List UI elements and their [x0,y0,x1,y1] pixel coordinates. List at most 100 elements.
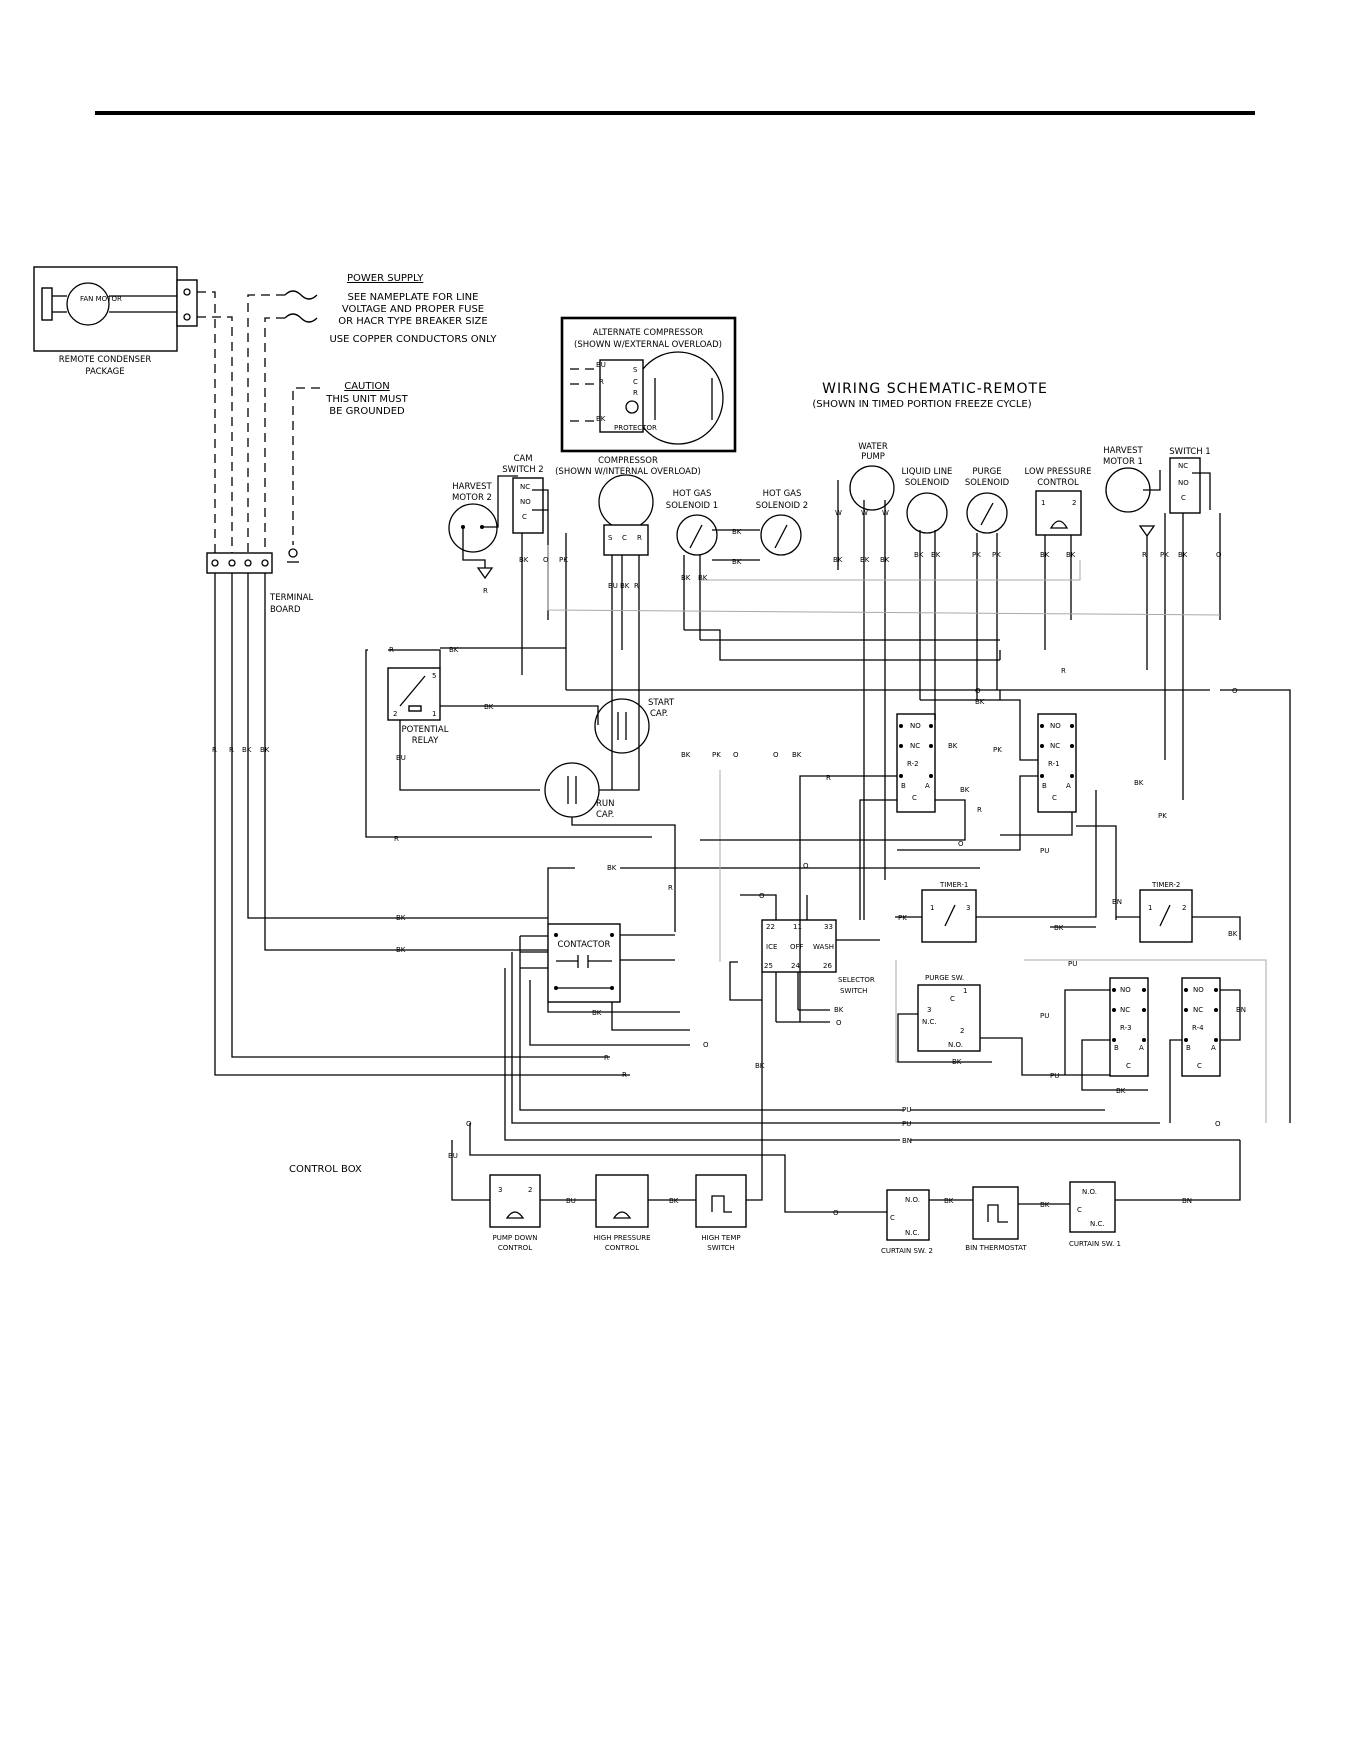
svg-text:C: C [950,995,955,1003]
svg-text:BK: BK [1134,779,1144,787]
svg-text:BN: BN [1112,898,1122,906]
harvest-motor-1-label: HARVEST [1103,446,1143,456]
liquid-line-label-2: SOLENOID [905,478,950,488]
svg-text:3: 3 [966,904,970,912]
alternate-compressor-subtitle: (SHOWN W/EXTERNAL OVERLOAD) [574,340,722,350]
remote-condenser-package: FAN MOTOR REMOTE CONDENSER PACKAGE [33,266,198,377]
svg-text:3: 3 [927,1006,931,1014]
svg-text:BK: BK [681,574,691,582]
svg-text:R: R [622,1071,627,1079]
svg-text:C: C [1181,494,1186,502]
water-pump-label-2: PUMP [861,452,885,462]
power-supply-line: VOLTAGE AND PROPER FUSE [342,304,484,315]
r1-c: C [1052,794,1057,802]
svg-text:PK: PK [972,551,981,559]
switch-1-label: SWITCH 1 [1169,447,1210,457]
high-temp-label: HIGH TEMP [701,1234,740,1242]
sel-pin-26: 26 [823,962,832,970]
high-pressure-label: HIGH PRESSURE [593,1234,650,1242]
svg-text:BU: BU [608,582,618,590]
svg-text:1: 1 [963,987,967,995]
svg-text:BK: BK [792,751,802,759]
svg-text:PK: PK [1158,812,1167,820]
control-box-title: CONTROL BOX [289,1164,362,1175]
svg-text:BK: BK [975,698,985,706]
caution-line: THIS UNIT MUST [325,394,408,405]
water-pump: WATER PUMP W W W [835,442,895,555]
svg-text:BK: BK [260,746,270,754]
svg-text:BK: BK [1040,551,1050,559]
compressor: COMPRESSOR (SHOWN W/INTERNAL OVERLOAD) S… [555,456,701,556]
bottom-controls-wiring: BU O BU BK O BK BK BN [448,1120,1241,1217]
r1-nc: NC [1050,742,1060,750]
svg-text:BK: BK [1178,551,1188,559]
harvest-motor-1: HARVEST MOTOR 1 [1103,446,1161,538]
svg-text:R: R [1142,551,1147,559]
alt-pin-r: R [633,389,638,397]
svg-text:BK: BK [592,1009,602,1017]
cam-switch-2: CAM SWITCH 2 NC NO C [502,454,549,548]
potential-relay-label-2: RELAY [412,736,439,746]
alt-wire-bk: BK [596,415,606,423]
hot-gas-solenoid-1: HOT GAS SOLENOID 1 [666,489,718,556]
low-pressure-label-2: CONTROL [1037,478,1079,488]
caution-line: BE GROUNDED [329,406,405,417]
purge-solenoid: PURGE SOLENOID [965,467,1010,534]
svg-text:BK: BK [960,786,970,794]
svg-text:R: R [634,582,639,590]
r4-no: NO [1193,986,1204,994]
svg-text:O: O [975,687,981,695]
hot-gas-1-label: HOT GAS [673,489,712,499]
svg-text:1: 1 [930,904,934,912]
svg-text:W: W [861,509,868,517]
svg-text:BN: BN [1236,1006,1246,1014]
top-wire-run [521,513,1221,920]
r3-nc: NC [1120,1006,1130,1014]
svg-text:O: O [466,1120,472,1128]
r1-b: B [1042,782,1047,790]
selector-switch-label: SELECTOR [838,976,875,984]
caution-title: CAUTION [344,381,390,392]
control-box-label: CONTROL BOX [289,1164,362,1175]
svg-text:2: 2 [1072,499,1076,507]
curtain-sw-2-label: CURTAIN SW. 2 [881,1247,933,1255]
svg-text:2: 2 [960,1027,964,1035]
sel-wash: WASH [813,943,834,951]
svg-text:O: O [1232,687,1238,695]
svg-text:BU: BU [448,1152,458,1160]
timer-2-label: TIMER-2 [1151,881,1180,889]
schematic-subtitle: (SHOWN IN TIMED PORTION FREEZE CYCLE) [812,399,1031,410]
svg-text:BK: BK [1228,930,1238,938]
svg-text:1: 1 [1148,904,1152,912]
svg-text:N.C.: N.C. [905,1229,920,1237]
svg-text:O: O [803,862,809,870]
svg-text:W: W [882,509,889,517]
svg-text:O: O [543,556,549,564]
curtain-switch-2: N.O. C N.C. CURTAIN SW. 2 [881,1189,933,1255]
svg-text:BK: BK [681,751,691,759]
svg-text:BK: BK [880,556,890,564]
alt-pin-s: S [633,366,638,374]
svg-text:NO: NO [520,498,531,506]
svg-text:2: 2 [393,710,397,718]
svg-text:BK: BK [1054,924,1064,932]
svg-text:BK: BK [834,1006,844,1014]
svg-text:5: 5 [432,672,436,680]
svg-text:BK: BK [944,1197,954,1205]
hot-gas-2-label: HOT GAS [763,489,802,499]
relay-r2: NO NC R-2 B A C [896,713,936,813]
timer-1-label: TIMER-1 [939,881,968,889]
svg-text:PU: PU [1040,1012,1049,1020]
svg-text:S: S [608,534,613,542]
r1-a: A [1066,782,1071,790]
svg-text:O: O [958,840,964,848]
r3-c: C [1126,1062,1131,1070]
r2-label: R-2 [907,760,919,768]
svg-text:C: C [622,534,627,542]
svg-text:BU: BU [566,1197,576,1205]
selector-switch: 22 11 33 ICE OFF WASH 25 24 26 SELECTOR … [719,770,880,1170]
potential-relay-label: POTENTIAL [402,725,449,735]
svg-text:BK: BK [669,1197,679,1205]
svg-text:O: O [833,1209,839,1217]
